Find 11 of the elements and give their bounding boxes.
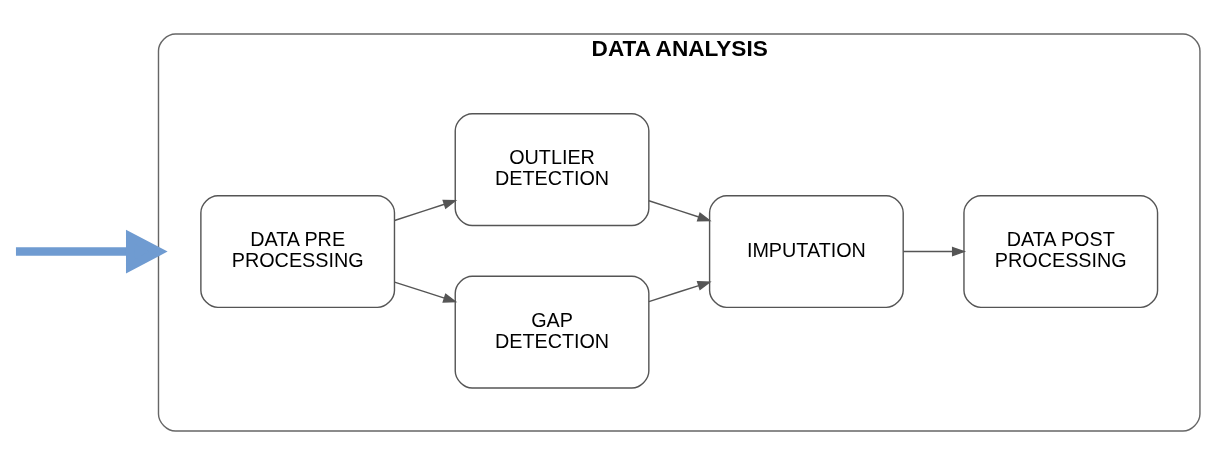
node-box: GAP DETECTION [454, 275, 650, 389]
arrow [648, 281, 712, 303]
node-box: OUTLIER DETECTION [454, 113, 650, 227]
arrow [648, 200, 712, 222]
arrow [15, 229, 168, 274]
arrow [902, 246, 967, 257]
arrow [393, 199, 458, 222]
node-box: DATA POST PROCESSING [963, 195, 1159, 309]
node-box: IMPUTATION [708, 195, 904, 309]
arrow [393, 281, 458, 303]
node-box: DATA PRE PROCESSING [200, 195, 396, 309]
